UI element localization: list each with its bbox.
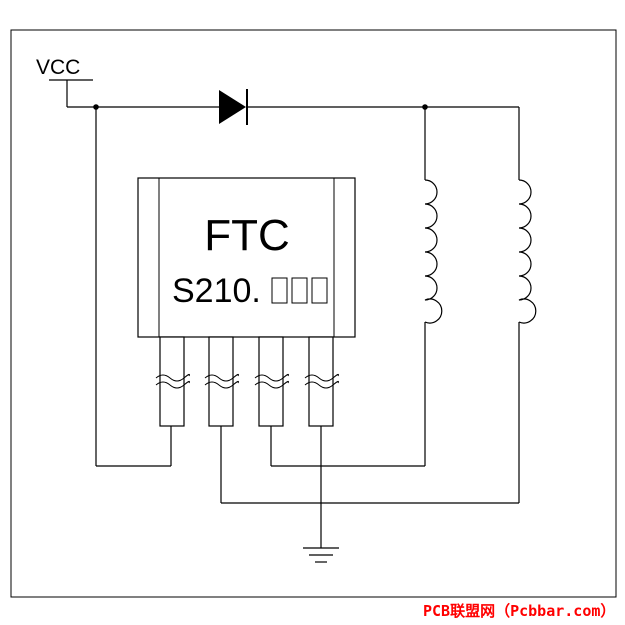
chip-part-number: S210. (172, 272, 261, 310)
diagram-frame (10, 29, 617, 598)
ic-pin-3 (254, 336, 289, 427)
chip-marking-boxes (271, 277, 328, 304)
chip-brand-label: FTC (204, 211, 290, 260)
inductor-icon-left (424, 179, 443, 324)
ground-icon (303, 547, 339, 563)
ic-pin-1 (155, 336, 190, 427)
hall-ic-package (137, 177, 356, 338)
inductor-icon-right (518, 179, 537, 324)
ic-pin-2 (204, 336, 239, 427)
diode-icon (219, 89, 248, 125)
watermark-text: PCB联盟网（Pcbbar.com） (423, 602, 615, 620)
ic-pin-4 (304, 336, 339, 427)
vcc-label: VCC (36, 56, 80, 79)
